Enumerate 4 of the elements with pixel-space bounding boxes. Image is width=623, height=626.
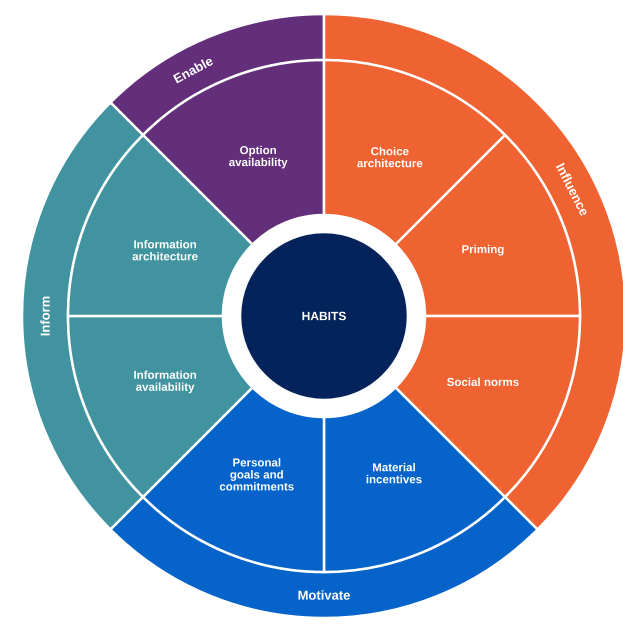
wheel-sector: Choice architecture — [322, 58, 506, 246]
wheel-sector: Material incentives — [322, 386, 506, 574]
ring-segment: Motivate — [109, 496, 539, 620]
node-label: Motivate — [298, 590, 350, 600]
